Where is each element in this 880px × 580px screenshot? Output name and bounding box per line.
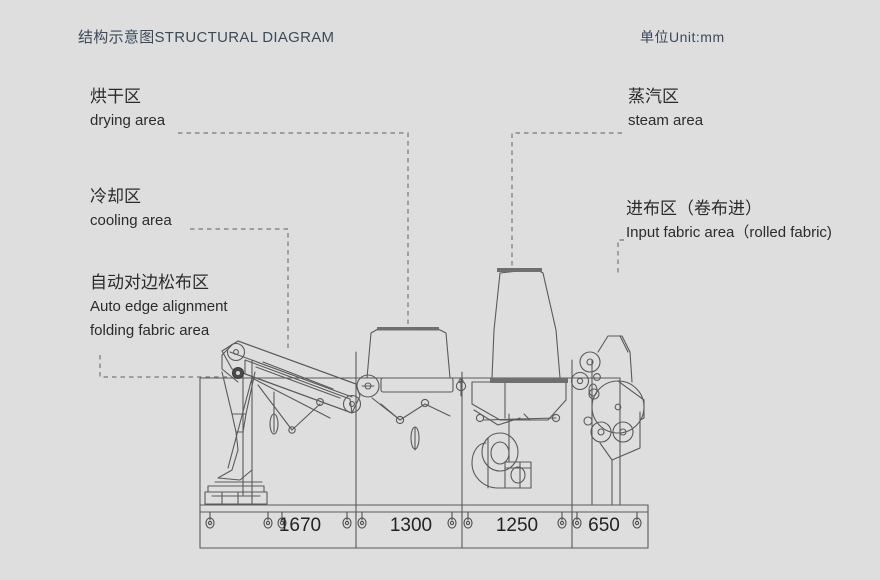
label-auto-cn: 自动对边松布区 [90, 273, 209, 292]
label-cooling-area: 冷却区 cooling area [90, 184, 172, 233]
dimension-1670: 1670 [278, 515, 322, 536]
label-drying-area: 烘干区 drying area [90, 84, 165, 133]
label-steam-area: 蒸汽区 steam area [628, 84, 703, 133]
page-title: 结构示意图STRUCTURAL DIAGRAM [78, 29, 335, 46]
label-drying-en: drying area [90, 112, 166, 129]
dimension-1300: 1300 [389, 515, 433, 536]
label-input-cn: 进布区（卷布进） [626, 199, 762, 218]
dimension-650: 650 [588, 515, 620, 536]
leader-steam [511, 132, 622, 270]
leader-input [617, 239, 624, 275]
label-drying-cn: 烘干区 [90, 87, 141, 106]
label-input-fabric-area: 进布区（卷布进） Input fabric area（rolled fabric… [626, 196, 832, 245]
label-steam-cn: 蒸汽区 [628, 87, 679, 106]
dimension-1250: 1250 [495, 515, 539, 536]
label-auto-en-line1: Auto edge alignment [90, 298, 228, 315]
label-auto-edge-area: 自动对边松布区 Auto edge alignment folding fabr… [90, 270, 228, 343]
leader-cooling [190, 228, 289, 352]
leader-drying [178, 132, 409, 330]
unit-note: 单位Unit:mm [640, 29, 725, 45]
leader-auto [99, 355, 232, 378]
label-cooling-cn: 冷却区 [90, 187, 141, 206]
label-cooling-en: cooling area [90, 212, 172, 229]
label-input-en: Input fabric area（rolled fabric) [626, 224, 832, 241]
label-steam-en: steam area [628, 112, 704, 129]
label-auto-en-line2: folding fabric area [90, 322, 210, 339]
